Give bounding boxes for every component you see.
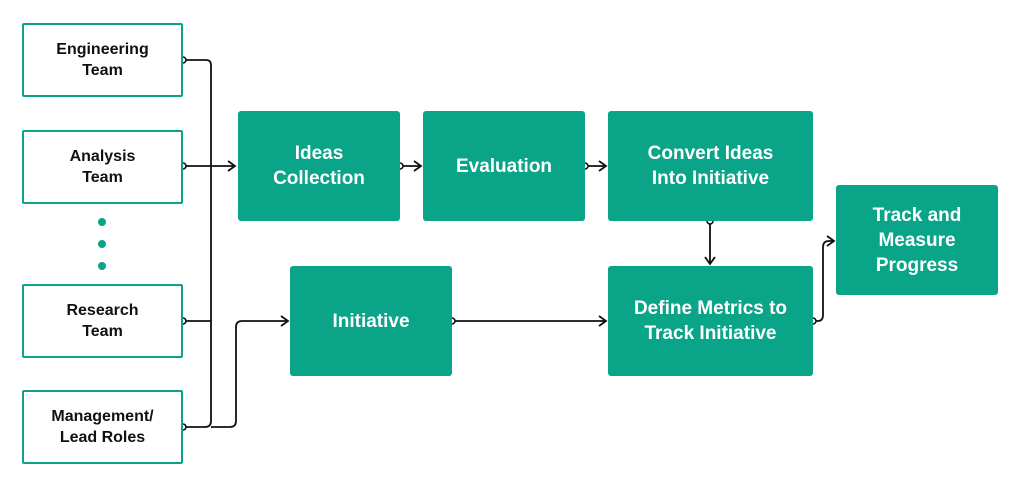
step-label: Ideas Collection xyxy=(273,143,365,189)
step-label: Evaluation xyxy=(455,155,553,177)
step-label: Track and Measure Progress xyxy=(872,204,962,276)
source-label: Analysis Team xyxy=(69,148,136,186)
source-label: Management/ Lead Roles xyxy=(51,408,154,446)
connector-management xyxy=(183,165,212,428)
step-define-metrics: Define Metrics to Track Initiative xyxy=(608,266,813,376)
source-analysis-team: Analysis Team xyxy=(22,130,183,204)
ellipsis-dot xyxy=(98,240,106,248)
step-convert-ideas: Convert Ideas Into Initiative xyxy=(608,111,813,221)
step-label: Initiative xyxy=(332,310,410,332)
step-label: Convert Ideas Into Initiative xyxy=(647,143,774,189)
source-engineering-team: Engineering Team xyxy=(22,23,183,97)
source-label: Engineering Team xyxy=(56,41,149,79)
step-evaluation: Evaluation xyxy=(423,111,585,221)
ellipsis-dot xyxy=(98,218,106,226)
step-track-measure: Track and Measure Progress xyxy=(836,185,998,295)
ellipsis-dot xyxy=(98,262,106,270)
source-label: Research Team xyxy=(66,302,139,340)
step-ideas-collection: Ideas Collection xyxy=(238,111,400,221)
source-research-team: Research Team xyxy=(22,284,183,358)
connector-engineering xyxy=(183,59,212,165)
connector-define-track xyxy=(813,235,836,322)
step-label: Define Metrics to Track Initiative xyxy=(633,298,788,344)
step-initiative: Initiative xyxy=(290,266,452,376)
source-management-lead-roles: Management/ Lead Roles xyxy=(22,390,183,464)
connector-to-initiative xyxy=(211,315,290,428)
